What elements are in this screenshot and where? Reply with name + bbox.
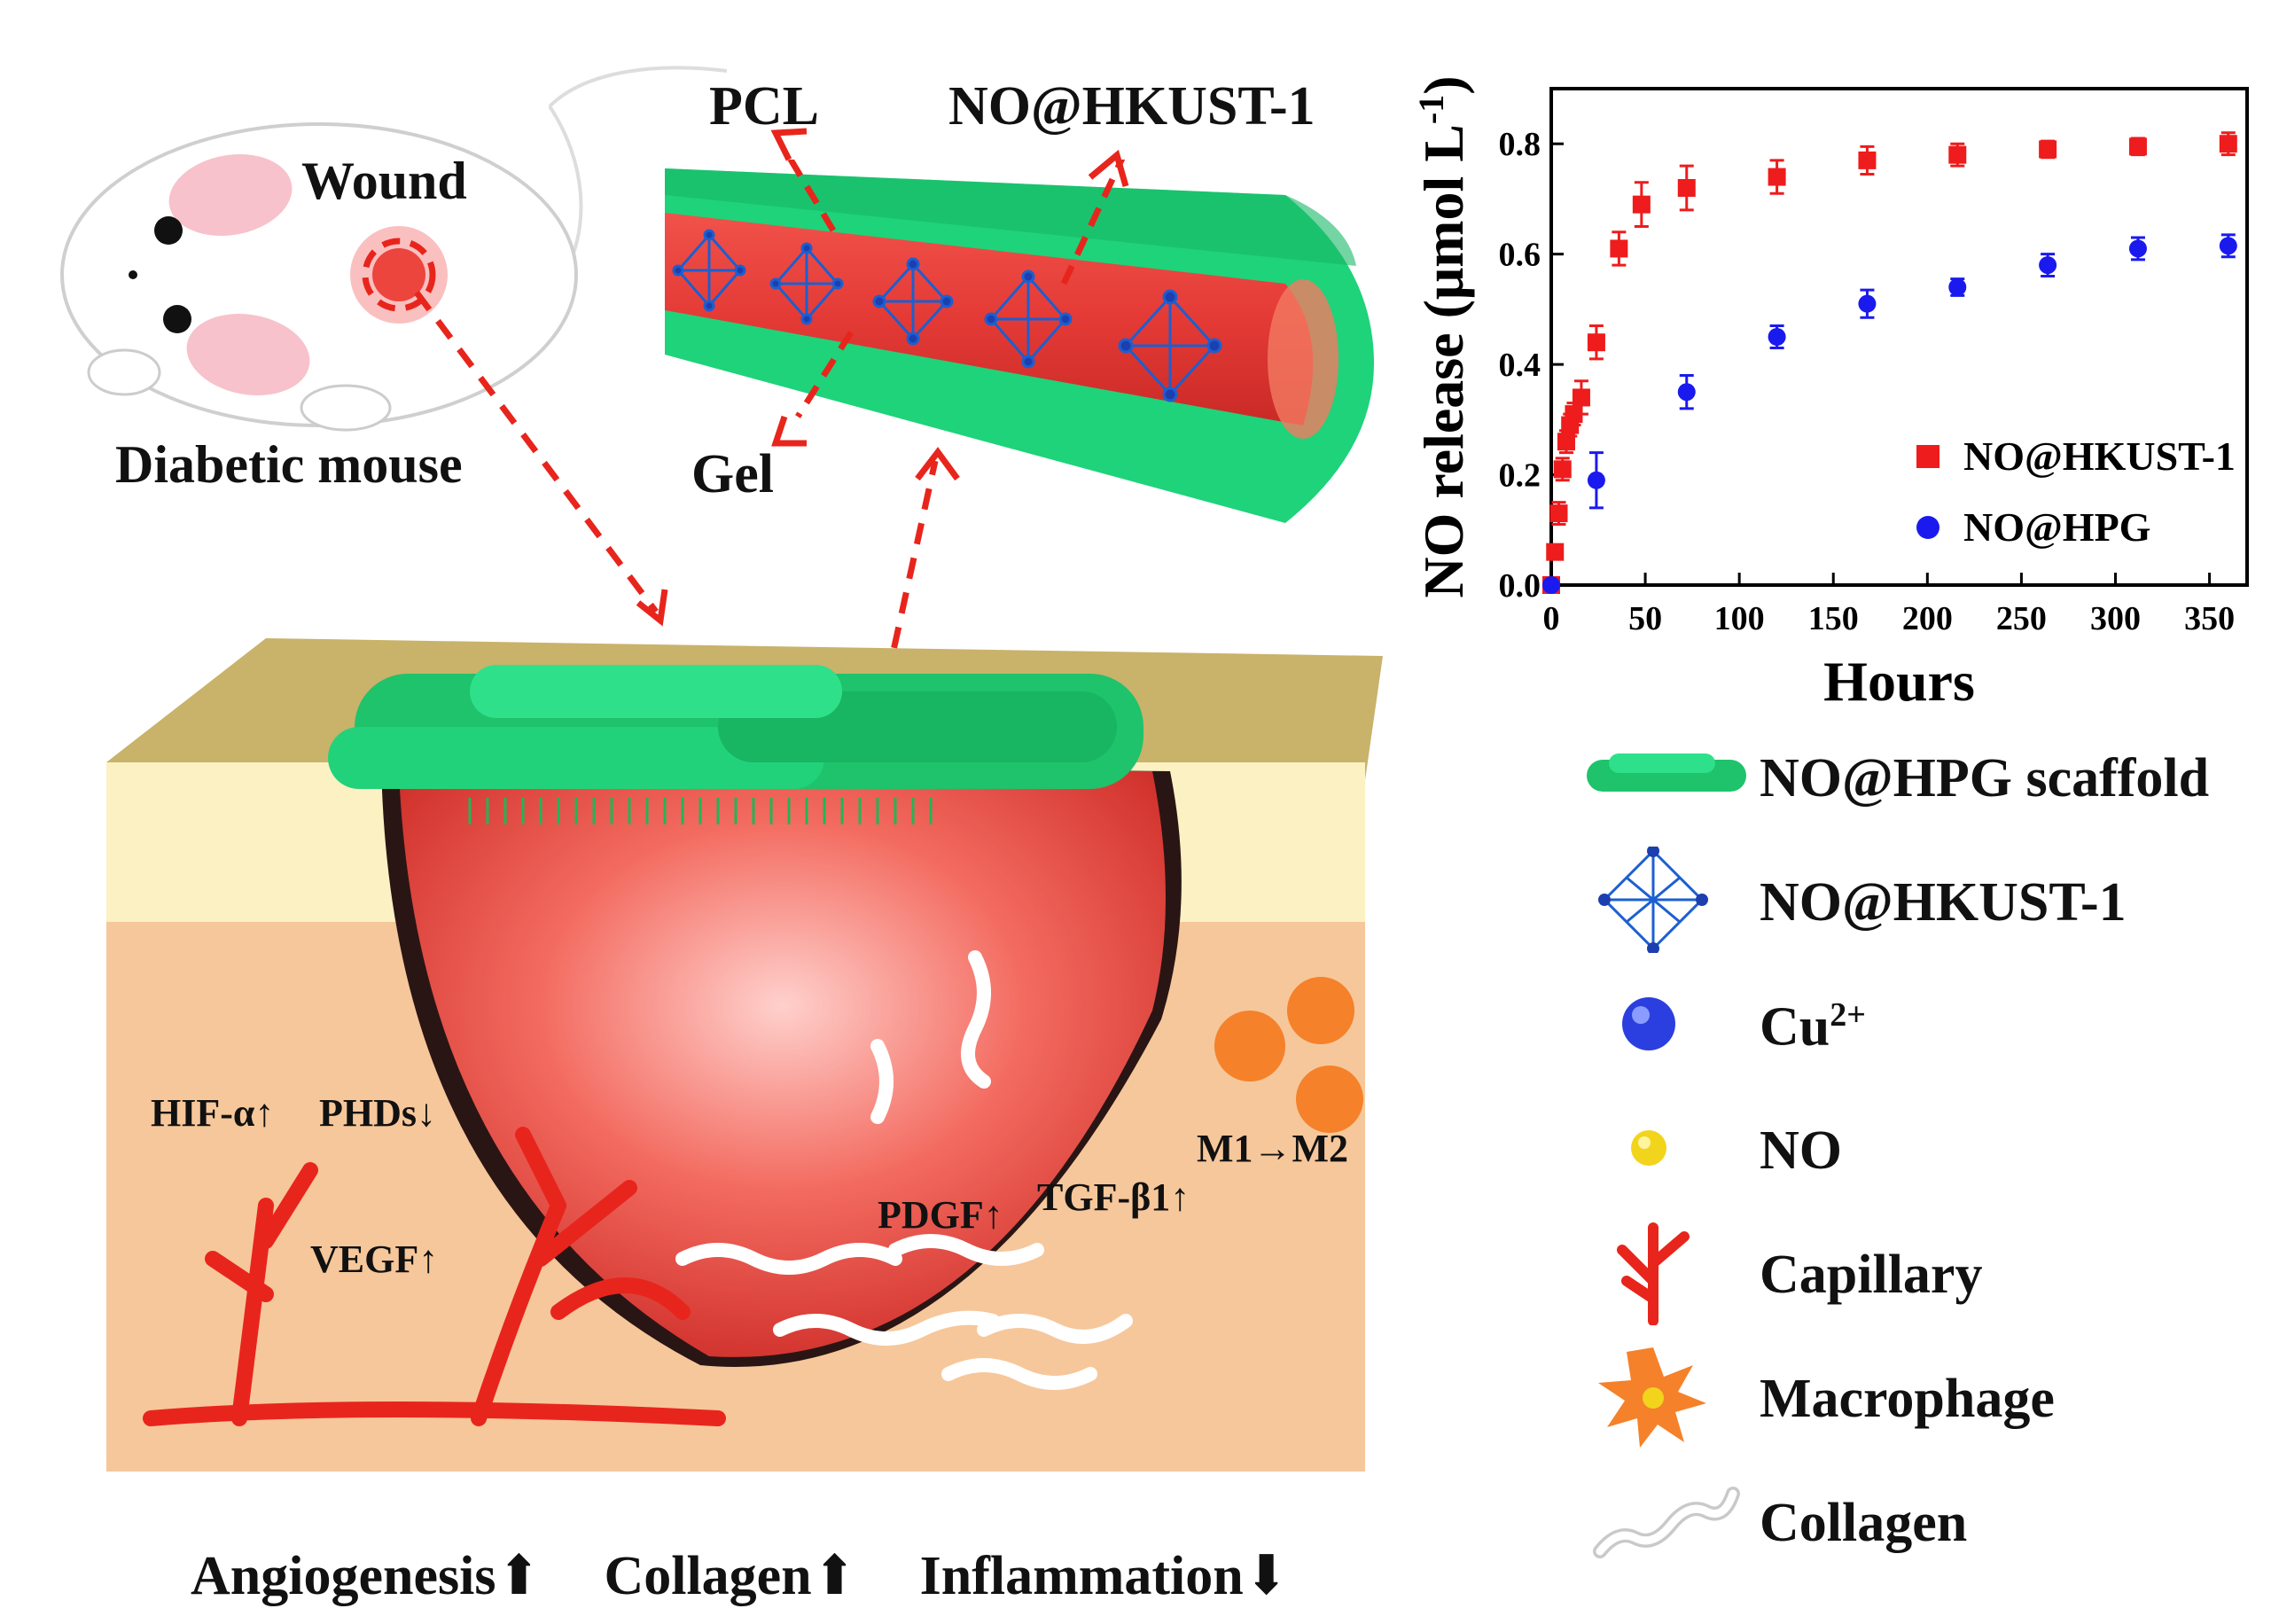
scaffold-icon [1587, 753, 1746, 792]
collagen-icon [1593, 1487, 1740, 1558]
x-tick-label: 50 [1628, 600, 1662, 637]
data-point-hpg [1948, 278, 1967, 296]
gel-label: Gel [691, 444, 774, 504]
mof-crystal-icon [1598, 847, 1708, 953]
fiber-arrowheads [770, 128, 1129, 447]
hif-label: HIF-α↑ [151, 1091, 275, 1135]
mouse-caption: Diabetic mouse [115, 435, 463, 494]
data-point-hpg [1858, 294, 1877, 313]
data-point-hpg [1587, 471, 1605, 489]
data-point-hkust [2128, 137, 2147, 156]
data-point-hpg [1677, 383, 1696, 402]
fiber-cross-section [665, 160, 1374, 523]
outcomes-row: Angiogenesis⬆ Collagen⬆ Inflammation⬇ [191, 1542, 1290, 1608]
data-point-hpg [2039, 256, 2057, 275]
y-axis-label: NO release (μmol L-1) [1418, 75, 1475, 597]
data-point-hkust [1677, 179, 1696, 197]
data-point-hkust [1587, 333, 1605, 352]
legend-marker-hkust [1916, 445, 1939, 468]
data-point-hkust [1572, 388, 1590, 407]
tgf-label: TGF-β1↑ [1037, 1175, 1190, 1219]
y-tick-label: 0.4 [1499, 347, 1541, 384]
wound-label: Wound [301, 152, 467, 210]
macrophage-icon [1214, 977, 1363, 1133]
x-tick-label: 250 [1996, 600, 2047, 637]
diabetic-mouse-illustration [60, 66, 727, 432]
x-tick-label: 350 [2184, 600, 2235, 637]
data-point-hkust [1549, 504, 1568, 523]
data-point-hkust [2039, 140, 2057, 159]
mof-label: NO@HKUST-1 [948, 76, 1315, 137]
data-point-hkust [1610, 239, 1628, 258]
data-point-hkust [1768, 168, 1786, 186]
data-point-hkust [1858, 151, 1877, 169]
pcl-label: PCL [709, 76, 819, 137]
legend-label: NO@HPG [1963, 504, 2150, 550]
capillary-icon [1617, 1222, 1690, 1325]
x-tick-label: 200 [1902, 600, 1953, 637]
data-point-hpg [2219, 237, 2237, 255]
pdgf-label: PDGF↑ [878, 1193, 1003, 1237]
data-point-hkust [1948, 145, 1967, 164]
x-tick-label: 100 [1714, 600, 1765, 637]
data-point-hpg [1768, 328, 1786, 346]
scaffold-icon [328, 665, 1143, 789]
x-tick-label: 0 [1543, 600, 1560, 637]
y-tick-label: 0.0 [1499, 567, 1541, 605]
no-molecule-icon [1631, 1130, 1666, 1166]
data-point-hkust [1553, 460, 1572, 479]
no-release-chart: 0 50 100 150 200 250 300 350 0.0 0.2 0.4 0.6 0.8Hour… [1418, 75, 2249, 709]
outcome-inflammation: Inflammation⬇ [919, 1546, 1290, 1606]
vegf-label: VEGF↑ [310, 1238, 439, 1281]
y-tick-label: 0.8 [1499, 126, 1541, 163]
legend-label: NO@HKUST-1 [1963, 433, 2236, 479]
macrophage-shift-label: M1→M2 [1197, 1127, 1349, 1170]
macrophage-icon [1598, 1347, 1706, 1448]
phds-label: PHDs↓ [319, 1091, 436, 1135]
data-point-hpg [2128, 239, 2147, 258]
outcome-angiogenesis: Angiogenesis⬆ [191, 1546, 542, 1606]
x-tick-label: 150 [1808, 600, 1859, 637]
data-point-hkust [2219, 135, 2237, 153]
mof-crystal-icon [672, 229, 1222, 402]
legend-marker-hpg [1916, 516, 1939, 539]
data-point-hkust [1546, 543, 1565, 561]
y-tick-label: 0.2 [1499, 457, 1541, 495]
copper-ion-icon [1622, 997, 1675, 1050]
y-tick-label: 0.6 [1499, 237, 1541, 274]
x-tick-label: 300 [2090, 600, 2141, 637]
capillary-icon [143, 1127, 726, 1426]
x-axis-label: Hours [1823, 650, 1975, 709]
wound-bed-illustration [106, 638, 1383, 1472]
collagen-icon [675, 950, 1133, 1390]
data-point-hkust [1565, 405, 1583, 424]
plot-frame [1549, 87, 2249, 587]
outcome-collagen: Collagen⬆ [604, 1546, 858, 1606]
data-point-hkust [1632, 195, 1651, 214]
data-point-hpg [1542, 576, 1560, 594]
wound-marker-icon [362, 238, 436, 312]
